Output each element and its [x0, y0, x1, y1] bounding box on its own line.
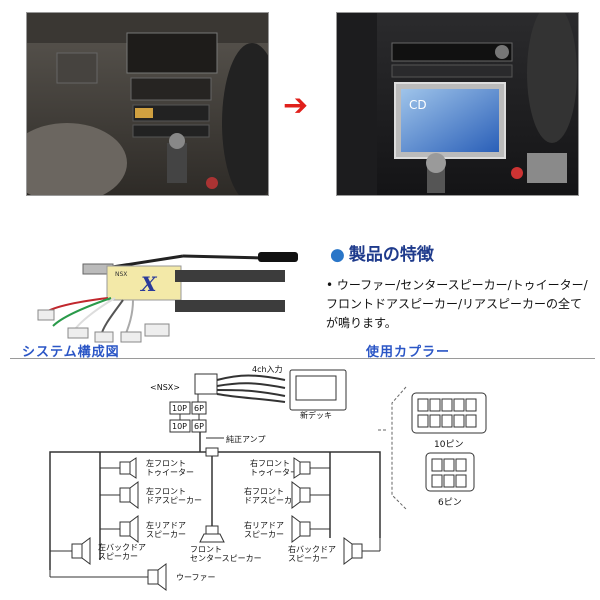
right-front-tweeter-label: 右フロントトゥイーター [250, 458, 298, 477]
right-front-door-label: 右フロントドアスピーカー [244, 486, 300, 505]
nsx-label: <NSX> [150, 383, 180, 392]
right-rear-door-speaker [291, 515, 330, 543]
ten-pin-coupler [411, 392, 487, 434]
dashboard-before-illustration [27, 13, 268, 195]
front-center-label: フロントセンタースピーカー [190, 545, 262, 563]
nsx-unit [194, 373, 218, 395]
stock-amp-label: 純正アンプ [226, 434, 265, 444]
bullet-icon: • [326, 278, 337, 292]
product-image: NSX X [33, 236, 303, 346]
pin-10p-lower: 10P [172, 422, 187, 431]
woofer-speaker [49, 563, 167, 591]
right-arrow-icon: ➔ [283, 88, 309, 123]
product-logo-text: NSX [115, 271, 127, 278]
woofer-label: ウーファー [176, 573, 216, 582]
dashboard-before-photo [26, 12, 269, 196]
right-front-tweeter-speaker [293, 457, 330, 479]
new-deck-label: 新デッキ [300, 410, 332, 420]
dashboard-after-photo: CD [336, 12, 579, 196]
svg-text:X: X [139, 272, 158, 296]
right-rear-door-label: 右リアドアスピーカー [244, 520, 284, 539]
six-pin-coupler [425, 452, 475, 492]
feature-description: • ウーファー/センタースピーカー/トゥイーター/フロントドアスピーカー/リアス… [326, 276, 588, 333]
left-back-door-speaker [50, 537, 91, 565]
left-back-door-label: 左バックドアスピーカー [98, 542, 146, 561]
svg-text:CD: CD [409, 98, 427, 112]
feature-title: ●製品の特徴 [330, 240, 434, 265]
right-back-door-label: 右バックドアスピーカー [288, 544, 336, 563]
input-4ch-label: 4ch入力 [252, 364, 283, 374]
front-center-speaker [199, 525, 225, 543]
feature-description-text: ウーファー/センタースピーカー/トゥイーター/フロントドアスピーカー/リアスピー… [326, 278, 588, 330]
feature-title-text: 製品の特徴 [348, 245, 434, 265]
ten-pin-label: 10ピン [434, 439, 463, 450]
left-front-door-speaker [100, 481, 139, 509]
pin-10p-upper: 10P [172, 404, 187, 413]
six-pin-label: 6ピン [438, 497, 462, 508]
system-diagram-heading: システム構成図 [22, 345, 120, 360]
bullet-icon: ● [330, 245, 345, 265]
right-back-door-speaker [343, 537, 381, 565]
left-front-tweeter-label: 左フロントトゥイーター [146, 458, 194, 477]
left-rear-door-speaker [100, 515, 139, 543]
section-divider [10, 358, 595, 359]
coupler-heading: 使用カプラー [366, 345, 451, 360]
system-diagram: 4ch入力 <NSX> 新デッキ 10P 6P 10P 6P 純正アンプ 左フロ… [49, 364, 388, 591]
left-front-door-label: 左フロントドアスピーカー [146, 486, 202, 505]
pin-6p-lower: 6P [194, 422, 204, 431]
dashboard-after-illustration: CD [337, 13, 578, 195]
right-front-door-speaker [291, 481, 330, 509]
pin-6p-upper: 6P [194, 404, 204, 413]
coupler-diagram: 10ピン 6ピン [391, 386, 487, 510]
left-front-tweeter-speaker [100, 457, 137, 479]
left-rear-door-label: 左リアドアスピーカー [146, 520, 186, 539]
